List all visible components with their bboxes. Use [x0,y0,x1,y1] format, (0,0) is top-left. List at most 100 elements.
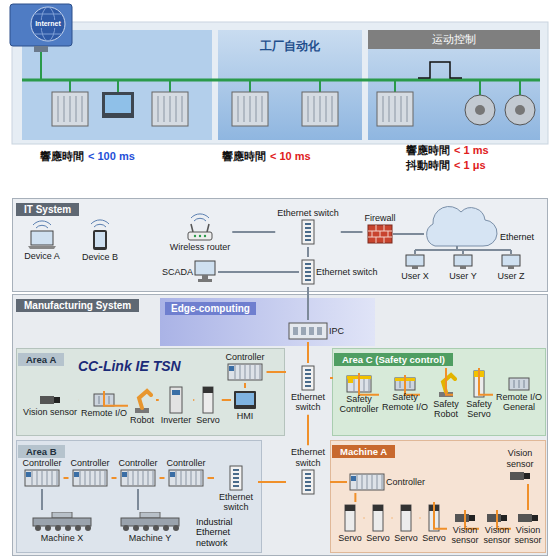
monitor-stand [412,266,418,269]
network-cable [156,399,159,401]
device-box: Controller [224,350,267,383]
servo-body [373,505,383,531]
device-label: Ethernet switch [288,392,328,413]
module-line [128,471,129,485]
drop-line [519,80,521,95]
network-cable [405,375,420,395]
module-line [196,471,197,485]
device-label: SCADA [162,267,193,277]
device-label: User Z [498,271,525,281]
module-line [153,471,154,485]
device-label: Machine Y [129,533,171,543]
controller-rack [377,92,413,126]
switch-port [305,223,311,225]
network-cable [104,391,128,406]
machine-roller [123,525,129,531]
device-icon [486,512,508,524]
device-box: Wireless router [168,221,233,254]
hmi-screen [236,393,254,405]
camera-lens [54,397,60,403]
pc-screen [195,261,215,275]
device-box: User Y [447,252,478,283]
module-line [90,471,91,485]
module-line [42,471,43,485]
controller-rack [347,376,371,392]
note-label: < 1 ms [454,144,489,157]
module-line [250,365,251,379]
controller-rack [121,470,155,486]
module-line [143,471,144,485]
ipc-slot [293,327,298,335]
device-label: Device B [82,252,118,262]
device-box: Controller [117,456,160,489]
motor [465,95,495,125]
device-label: Controller [71,458,110,468]
device-label: Device A [24,251,60,261]
network-cable [479,368,493,395]
controller-cpu [170,472,175,477]
device-icon [32,512,92,532]
panel-heading: IT System [16,203,79,216]
device-icon [93,393,115,407]
device-label: Ethernet switch [288,447,328,468]
network-cable [391,517,393,519]
bus-line [22,79,540,82]
brick-line [384,237,385,243]
device-box: Vision sensor [447,510,483,548]
camera-lens [532,515,538,521]
module-line [138,471,139,485]
switch-port [305,231,311,233]
network-cable [267,371,286,373]
network-cable [359,373,379,395]
device-icon [27,230,57,250]
network-cable [192,399,195,401]
device-icon [72,469,108,487]
wifi-arc [194,218,206,221]
device-box: Vision sensor [479,510,515,548]
controller-cpu [229,366,234,371]
module-line [148,471,149,485]
device-icon [428,504,440,532]
device-icon [24,469,60,487]
switch-port [305,267,311,269]
device-box: Remote I/O [79,391,129,420]
laptop-screen [31,231,53,245]
controller-cpu [26,472,31,477]
led [194,235,196,237]
switch-body [230,466,242,490]
servo-top [345,505,355,511]
device-box: Device B [80,227,120,264]
switch-port [233,477,239,479]
machine-roller [75,525,81,531]
device-label: Vision sensor [481,525,513,546]
controller-rack [169,470,203,486]
module-line [37,471,38,485]
servo-top [373,505,383,511]
servo-body [474,371,484,397]
note-label: Ethernet [500,232,534,242]
io-line [109,396,110,404]
network-cable [307,342,309,363]
switch-port [305,227,311,229]
switch-port [305,373,311,375]
camera-lens [469,515,475,521]
device-icon [346,375,372,393]
module-line [57,471,58,485]
module-line [82,96,83,122]
module-line [332,96,333,122]
network-cable [64,477,69,479]
module-line [260,365,261,379]
wan-line [393,233,424,235]
device-box: Device A [22,228,62,263]
servo-body [429,505,439,531]
device-icon [344,504,356,532]
device-box: Machine X [30,510,94,545]
module-line [240,365,241,379]
network-cable [419,517,421,519]
module-line [133,471,134,485]
controller-rack [350,474,384,490]
device-icon [453,254,473,270]
device-label: Safety Robot [422,399,470,420]
machine-roller [143,525,149,531]
device-label: Servo [422,533,446,543]
